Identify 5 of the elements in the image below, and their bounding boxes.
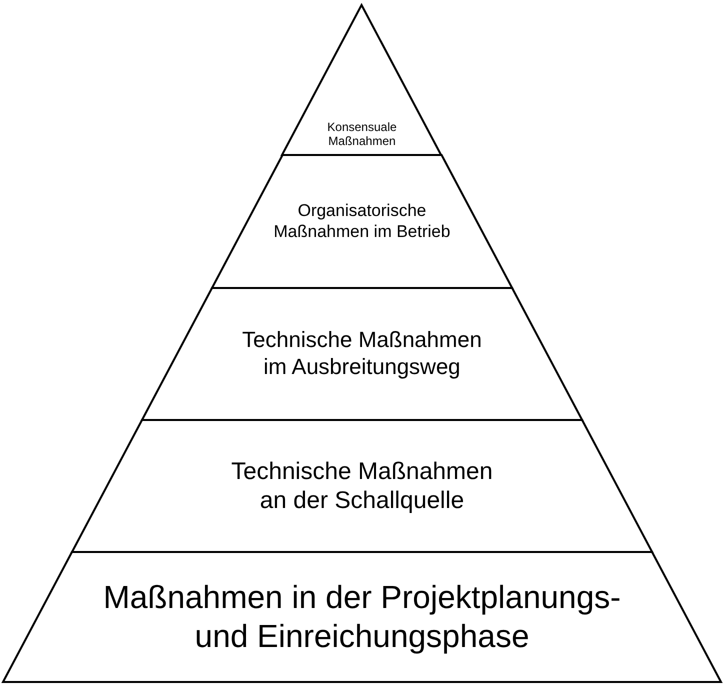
band-label: Organisatorische Maßnahmen im Betrieb (272, 200, 452, 242)
band-label: Technische Maßnahmen an der Schallquelle (230, 456, 494, 516)
band-label: Maßnahmen in der Projektplanungs- und Einreichungsphase (102, 578, 622, 656)
band-label: Konsensuale Maßnahmen (326, 120, 398, 149)
band-label: Technische Maßnahmen im Ausbreitungsweg (241, 327, 483, 381)
